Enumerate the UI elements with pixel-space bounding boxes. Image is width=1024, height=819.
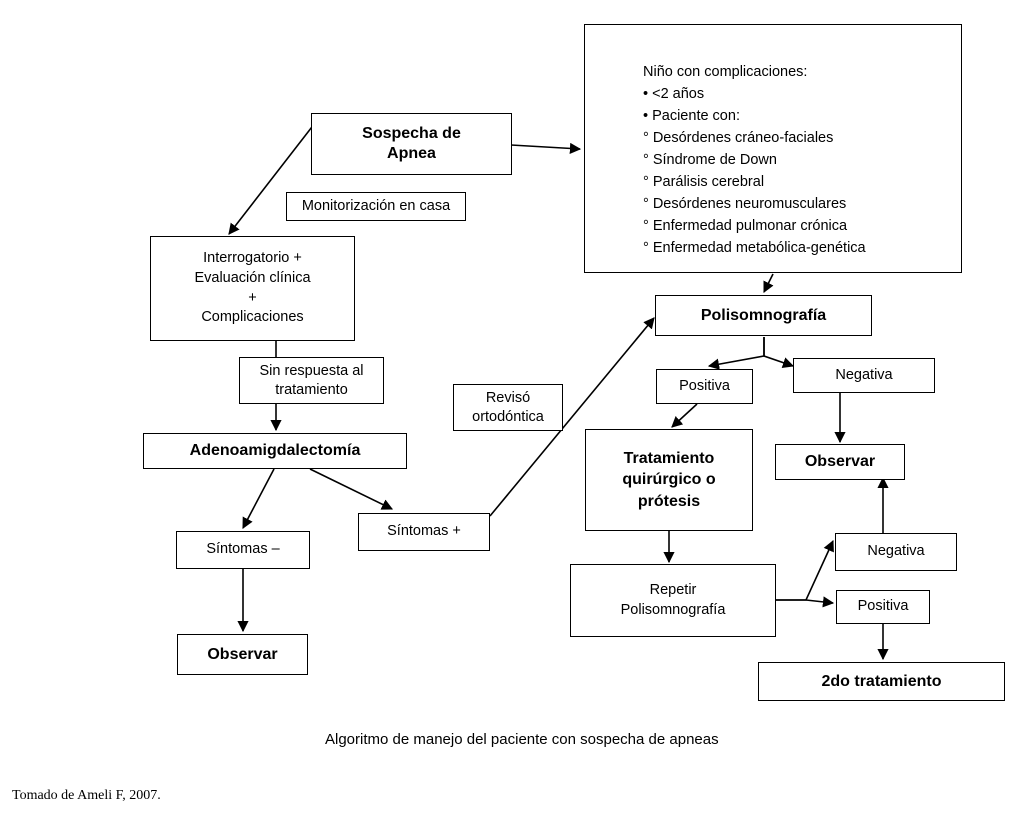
node-negativa-superior-label: Negativa [835, 366, 893, 383]
node-sospecha-apnea[interactable]: Sospecha de Apnea [311, 113, 512, 175]
node-sintomas-negativo-label: Síntomas – [206, 541, 280, 558]
edge-polisomnografia-to-positiva [707, 337, 765, 370]
node-negativa-superior[interactable]: Negativa [793, 358, 935, 393]
node-positiva-superior-label: Positiva [679, 377, 730, 394]
node-positiva-inferior[interactable]: Positiva [836, 590, 930, 624]
node-monitorizacion-label: Monitorización en casa [301, 197, 451, 214]
node-observar-derecha[interactable]: Observar [775, 444, 905, 480]
node-segundo-tratamiento-label: 2do tratamiento [821, 672, 942, 690]
node-observar-izquierda[interactable]: Observar [177, 634, 308, 675]
node-polisomnografia-label: Polisomnografía [700, 306, 827, 324]
node-negativa-inferior[interactable]: Negativa [835, 533, 957, 571]
node-interrogatorio[interactable]: Interrogatorio + Evaluación clínica + Co… [150, 236, 355, 341]
node-repetir-polisomnografia-label: Repetir Polisomnografía [620, 581, 726, 618]
node-positiva-inferior-label: Positiva [857, 598, 909, 615]
node-tratamiento-quirurgico[interactable]: Tratamiento quirúrgico o prótesis [585, 429, 753, 531]
edge-complicaciones-to-polisomnografia [763, 273, 774, 294]
node-repetir-polisomnografia[interactable]: Repetir Polisomnografía [570, 564, 776, 637]
edge-adeno-to-sintomas-negativo [242, 468, 275, 529]
node-monitorizacion-en-casa[interactable]: Monitorización en casa [286, 192, 466, 221]
node-complicaciones-label: Niño con complicaciones: • <2 años • Pac… [643, 64, 866, 257]
node-segundo-tratamiento[interactable]: 2do tratamiento [758, 662, 1005, 701]
node-polisomnografia[interactable]: Polisomnografía [655, 295, 872, 336]
node-positiva-superior[interactable]: Positiva [656, 369, 753, 404]
node-complicaciones[interactable]: Niño con complicaciones: • <2 años • Pac… [584, 24, 962, 273]
edge-repetir-to-negativa-inferior [776, 539, 834, 601]
node-negativa-inferior-label: Negativa [867, 543, 925, 560]
node-sin-respuesta-label: Sin respuesta al tratamiento [259, 362, 364, 398]
edge-adeno-to-sintomas-positivo [309, 468, 394, 510]
node-reviso-ortodontica[interactable]: Revisó ortodóntica [453, 384, 563, 431]
node-tratamiento-quirurgico-label: Tratamiento quirúrgico o prótesis [622, 449, 716, 510]
node-sospecha-apnea-label: Sospecha de Apnea [362, 125, 461, 162]
diagram-caption: Algoritmo de manejo del paciente con sos… [325, 731, 719, 748]
node-sin-respuesta[interactable]: Sin respuesta al tratamiento [239, 357, 384, 404]
node-sintomas-positivo-label: Síntomas + [387, 523, 461, 540]
edge-repetir-to-positiva-inferior [776, 596, 835, 608]
edge-polisomnografia-to-negativa [763, 337, 795, 369]
node-interrogatorio-label: Interrogatorio + Evaluación clínica + Co… [194, 250, 311, 326]
node-observar-derecha-label: Observar [804, 453, 876, 471]
edge-positiva-to-tratamiento [671, 403, 698, 428]
node-adenoamigdalectomia[interactable]: Adenoamigdalectomía [143, 433, 407, 469]
node-sintomas-negativo[interactable]: Síntomas – [176, 531, 310, 569]
edge-sospecha-to-complicaciones [510, 142, 582, 155]
node-reviso-ortodontica-label: Revisó ortodóntica [472, 389, 544, 425]
node-adenoamigdalectomia-label: Adenoamigdalectomía [189, 442, 361, 460]
node-sintomas-positivo[interactable]: Síntomas + [358, 513, 490, 551]
diagram-attribution: Tomado de Ameli F, 2007. [12, 788, 161, 803]
node-observar-izquierda-label: Observar [207, 645, 278, 663]
